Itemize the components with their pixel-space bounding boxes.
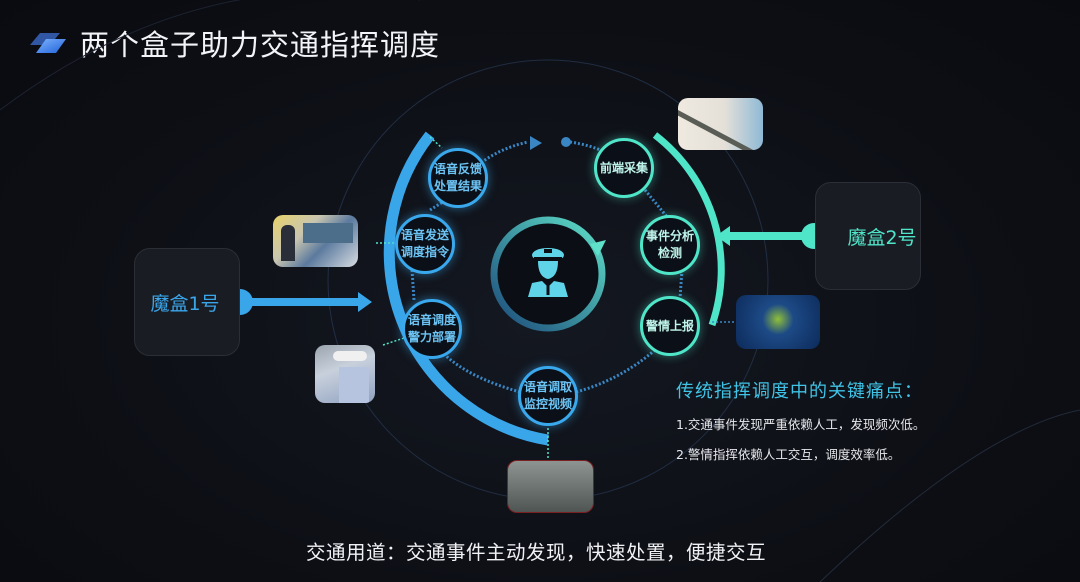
node-alarm-report[interactable]: 警情上报 <box>640 296 700 356</box>
traffic-police-photo <box>315 345 375 403</box>
node-front-end-collection[interactable]: 前端采集 <box>594 138 654 198</box>
magic-box-1-label: 魔盒1号 <box>150 292 220 315</box>
teal-arc <box>652 132 725 327</box>
footer-summary: 交通用道：交通事件主动发现，快速处置，便捷交互 <box>306 541 767 564</box>
magic-box-1[interactable]: 魔盒1号 <box>134 248 240 356</box>
node-voice-feedback[interactable]: 语音反馈 处置结果 <box>428 148 488 208</box>
page-title: 两个盒子助力交通指挥调度 <box>80 28 441 62</box>
pain-point-1: 1.交通事件发现严重依赖人工，发现频次低。 <box>676 417 926 432</box>
node-event-analysis[interactable]: 事件分析 检测 <box>640 215 700 275</box>
command-center-photo <box>273 215 358 267</box>
magic-box-2-label: 魔盒2号 <box>847 226 917 249</box>
node-voice-police-deployment[interactable]: 语音调度 警力部署 <box>402 299 462 359</box>
pain-points-title: 传统指挥调度中的关键痛点： <box>676 381 923 402</box>
dashboard-map-photo <box>736 295 820 349</box>
parallelogram-logo-icon <box>30 33 66 53</box>
surveillance-cameras-photo <box>678 98 763 150</box>
traffic-jam-photo <box>507 460 594 513</box>
pain-point-2: 2.警情指挥依赖人工交互，调度效率低。 <box>676 447 901 462</box>
node-voice-retrieve-video[interactable]: 语音调取 监控视频 <box>518 366 578 426</box>
traffic-police-officer-icon <box>528 248 568 297</box>
magic-box-2[interactable]: 魔盒2号 <box>815 182 921 290</box>
node-voice-dispatch-command[interactable]: 语音发送 调度指令 <box>395 214 455 274</box>
